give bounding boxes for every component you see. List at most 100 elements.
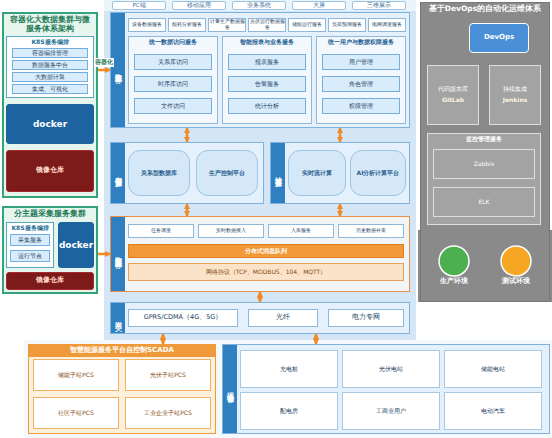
service-item: 集成、可视化 (12, 84, 88, 94)
node-label: Zabbix (474, 161, 495, 168)
node-label: 运行节点 (18, 253, 42, 259)
service-box: 计量生产数据服务 (208, 18, 246, 32)
substation-box: 社区子站PCS (33, 397, 119, 429)
flow-arrow (186, 128, 189, 142)
device-box: 充电桩 (240, 350, 338, 388)
node-label: 权限管理 (349, 103, 373, 109)
flow-arrow (162, 334, 165, 344)
node-heading: 现场设备 (223, 345, 237, 433)
node-label: 测试环境 (502, 278, 530, 285)
tool-box: Zabbix (433, 149, 535, 179)
service-item: 时序库访问 (134, 76, 212, 92)
service-item: 用户管理 (322, 54, 400, 70)
node-heading: 存储资源 (111, 143, 125, 203)
node-label: 关系库访问 (158, 59, 188, 65)
client-tab: PC端 (112, 1, 166, 10)
cluster-panel: 分主题采集服务集群 K8S服务编排采集服务运行节点 docker 镜像仓库 (2, 206, 98, 294)
node-heading: 基于DevOps的自动化运维体系 (421, 5, 549, 13)
node-label: 角色管理 (349, 81, 373, 87)
service-item: 关系库访问 (134, 54, 212, 70)
node-heading: 监控管理服务 (428, 136, 540, 143)
edge-label: 容器化 (94, 58, 114, 67)
environment-icon-disc (501, 246, 531, 276)
node-label: 告警服务 (255, 81, 279, 87)
node-heading: K8S服务编排 (7, 39, 93, 46)
k8s-box: K8S服务编排容器编排管理数据服务中台大数据计算集成、可视化 (6, 36, 94, 98)
node-label: 关系型数据库 (141, 170, 177, 177)
tool-box: ELK (433, 187, 535, 217)
service-box: 实时数据接入 (198, 224, 264, 238)
node-heading: 网关 (111, 303, 125, 333)
node-label: 电动汽车 (481, 408, 505, 415)
node-heading: 容器化大数据集群与微服务体系架构 (4, 16, 96, 34)
flow-arrow (339, 204, 342, 216)
top-tab-strip (104, 0, 416, 11)
node-label: docker (33, 119, 67, 129)
node-label: 集成、可视化 (32, 86, 68, 92)
service-item: 统计分析 (228, 98, 306, 114)
cluster-panel: 容器化大数据集群与微服务体系架构K8S服务编排容器编排管理数据服务中台大数据计算… (2, 12, 98, 198)
node-label: 分布式消息队列 (245, 248, 287, 255)
client-tab: 三维展示 (352, 1, 406, 10)
node-label: ELK (478, 199, 489, 206)
substation-box: 工业企业子站PCS (125, 397, 211, 429)
environment-box: 生产环境 (429, 235, 479, 295)
service-group: 智能报表与业务服务报表服务告警服务统计分析 (222, 36, 312, 124)
node-label: 镜像仓库 (36, 277, 64, 285)
node-label: 生产环境 (440, 278, 468, 285)
node-heading: 统一用户与数据权限服务 (317, 39, 405, 46)
node-label: 充电桩 (280, 366, 298, 373)
flow-arrow (315, 334, 318, 344)
resource-cloud: AI分析计算平台 (350, 150, 406, 196)
resource-cloud: 生产控制平台 (196, 150, 258, 196)
node-label: 计量生产数据服务 (209, 19, 245, 30)
devops-panel: 基于DevOps的自动化运维体系DevOps代码版本库GitLab持续集成Jen… (420, 2, 550, 302)
node-label: docker (59, 240, 93, 250)
environment-box: 测试环境 (491, 235, 541, 295)
node-heading: 数据服务 (111, 13, 125, 127)
scada-panel: 智慧能源服务平台自控制SCADA储能子站PCS光伏子站PCS社区子站PCS工业企… (28, 344, 216, 434)
service-item: 运行节点 (10, 250, 50, 262)
layer-band: 存储资源 关系型数据库 生产控制平台 (110, 142, 264, 204)
node-label: 光伏子站PCS (150, 372, 186, 379)
node-label: 历史数据补采 (356, 228, 386, 234)
service-box: 电网调度服务 (368, 18, 406, 32)
service-item: 容器编排管理 (12, 48, 88, 58)
node-heading: 计算资源 (271, 143, 285, 203)
gateway-box: 电力专网 (328, 309, 404, 327)
node-label: 配电房 (280, 408, 298, 415)
tool-box: 代码版本库GitLab (427, 65, 479, 125)
node-label: 生产控制平台 (209, 170, 245, 177)
gateway-box: GPRS/CDMA（4G、5G） (128, 309, 238, 327)
monitor-box: 监控管理服务 ZabbixELK (427, 133, 541, 225)
service-box: 历史数据补采 (338, 224, 404, 238)
flow-arrow (98, 253, 110, 256)
node-label: 工商业用户 (376, 408, 406, 415)
node-label: 光伏运行数据服务 (249, 19, 285, 30)
service-item: 报表服务 (228, 54, 306, 70)
device-box: 电动汽车 (444, 392, 542, 430)
node-label: 社区子站PCS (58, 410, 94, 417)
service-box: 负荷预测服务 (328, 18, 366, 32)
node-label: 时序库访问 (158, 81, 188, 87)
node-label: 光伏电站 (379, 366, 403, 373)
protocol-bar: 网络协议（TCP、MODBUS、104、MQTT） (128, 263, 404, 281)
flow-arrow (339, 128, 342, 142)
registry-box: 镜像仓库 (6, 150, 94, 192)
service-item: 角色管理 (322, 76, 400, 92)
node-label: 负荷预测服务 (332, 22, 362, 28)
docker-box: docker (58, 222, 94, 268)
node-label: 数据服务中台 (32, 62, 68, 68)
flow-arrow (186, 204, 189, 216)
node-label: 工业企业子站PCS (144, 410, 192, 417)
docker-box: docker (6, 104, 94, 144)
node-heading: 分主题采集服务集群 (4, 210, 96, 219)
node-label: 能耗分析服务 (172, 22, 202, 28)
resource-cloud: 实时流计算 (288, 150, 346, 196)
k8s-box: K8S服务编排采集服务运行节点 (6, 222, 54, 268)
node-label: 入库服务 (291, 228, 311, 234)
main-column-background (104, 11, 416, 340)
node-label: 代码版本库 (438, 86, 468, 93)
service-item: 权限管理 (322, 98, 400, 114)
